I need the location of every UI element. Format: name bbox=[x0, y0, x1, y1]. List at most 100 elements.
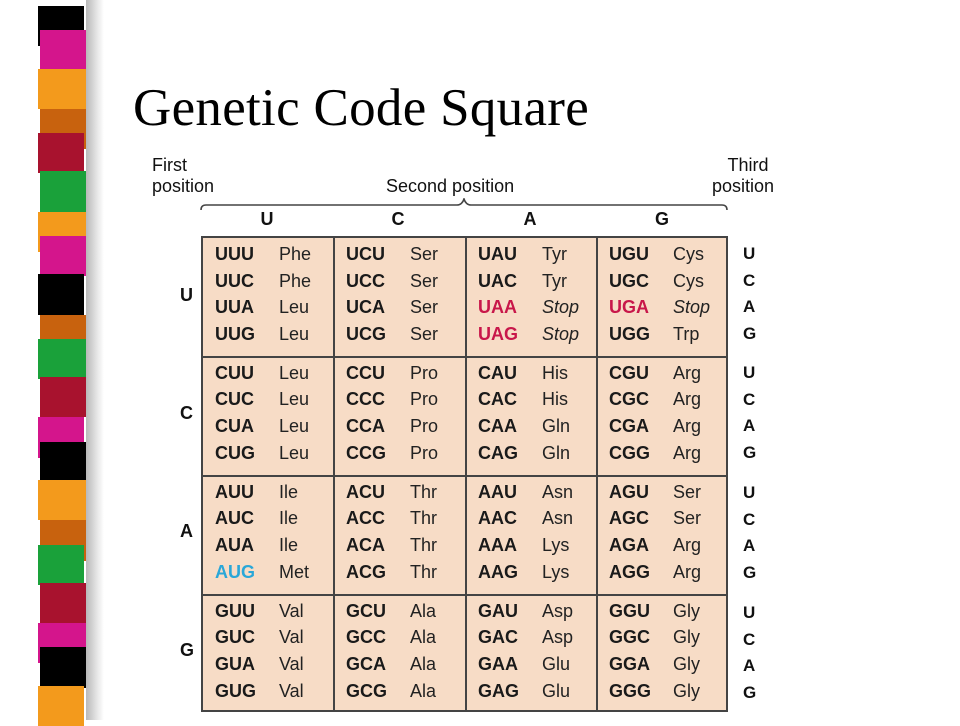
codon-label: UGC bbox=[609, 270, 649, 291]
third-base-label: U bbox=[743, 363, 756, 382]
first-base-G: G bbox=[180, 640, 195, 660]
amino-acid-label: Pro bbox=[410, 415, 439, 436]
amino-acid-label: Asn bbox=[542, 508, 574, 529]
amino-acid-label: Phe bbox=[279, 244, 312, 264]
amino-acid-label: Thr bbox=[410, 481, 437, 502]
second-base-C: C bbox=[391, 209, 405, 229]
amino-acid-label: Ile bbox=[279, 534, 299, 555]
stripe-segment bbox=[38, 685, 84, 726]
codon-label: GUC bbox=[215, 627, 255, 648]
codon-label: GUG bbox=[215, 680, 257, 701]
second-position-brace bbox=[200, 198, 728, 211]
codon-label: CAA bbox=[478, 415, 517, 436]
amino-acid-label: Leu bbox=[279, 362, 310, 383]
amino-acid-label: Ser bbox=[410, 324, 439, 345]
stripe-segment bbox=[40, 582, 87, 624]
codon-label: GAU bbox=[478, 600, 518, 621]
stripe-segment bbox=[40, 441, 87, 482]
third-base-label: U bbox=[743, 483, 756, 502]
amino-acid-label: Thr bbox=[410, 508, 437, 529]
amino-acid-label: Met bbox=[279, 561, 310, 582]
codon-label: ACA bbox=[346, 534, 385, 555]
amino-acid-label: Tyr bbox=[542, 244, 567, 264]
amino-acid-label: Ser bbox=[673, 481, 702, 502]
codon-entry: CCA Pro bbox=[346, 413, 438, 440]
stripe-segment bbox=[38, 338, 86, 380]
amino-acid-label: Thr bbox=[410, 561, 437, 582]
codon-entry: GGA Gly bbox=[609, 651, 700, 678]
codon-label: CUC bbox=[215, 389, 254, 410]
codon-label: CAG bbox=[478, 442, 518, 463]
amino-acid-label: Ser bbox=[410, 297, 439, 318]
third-base-label: A bbox=[743, 656, 756, 676]
third-base-label: C bbox=[743, 629, 756, 649]
codon-label: UGU bbox=[609, 244, 649, 264]
codon-label: UGA bbox=[609, 297, 649, 318]
amino-acid-label: Arg bbox=[673, 415, 702, 436]
codon-label: UCA bbox=[346, 297, 385, 318]
codon-entry: CAG Gln bbox=[478, 440, 570, 467]
codon-label: AGA bbox=[609, 534, 649, 555]
codon-label: CAC bbox=[478, 389, 517, 410]
third-base-label: U bbox=[743, 244, 756, 263]
amino-acid-label: Gly bbox=[673, 680, 700, 701]
amino-acid-label: Glu bbox=[542, 680, 571, 701]
amino-acid-label: Ala bbox=[410, 627, 437, 648]
codon-label: GUA bbox=[215, 653, 255, 674]
stripe-segment bbox=[38, 133, 84, 174]
amino-acid-label: Arg bbox=[673, 362, 702, 383]
amino-acid-label: Gly bbox=[673, 627, 700, 648]
amino-acid-label: Lys bbox=[542, 534, 570, 555]
amino-acid-label: Ser bbox=[410, 270, 439, 291]
amino-acid-label: Asp bbox=[542, 627, 574, 648]
stripe-shadow bbox=[86, 0, 104, 720]
grid-divider-horizontal bbox=[203, 593, 726, 596]
codon-label: AGC bbox=[609, 508, 649, 529]
amino-acid-label: Pro bbox=[410, 362, 439, 383]
amino-acid-label: Stop bbox=[542, 297, 580, 318]
codon-label: AGG bbox=[609, 561, 651, 582]
amino-acid-label: Val bbox=[279, 600, 304, 621]
amino-acid-label: Arg bbox=[673, 534, 702, 555]
third-base-label: C bbox=[743, 389, 756, 409]
codon-label: UAC bbox=[478, 270, 517, 291]
amino-acid-label: Lys bbox=[542, 561, 570, 582]
codon-label: CGC bbox=[609, 389, 649, 410]
amino-acid-label: Thr bbox=[410, 534, 437, 555]
codon-label: CCA bbox=[346, 415, 385, 436]
third-base-label: A bbox=[743, 297, 756, 317]
amino-acid-label: Gln bbox=[542, 442, 571, 463]
codon-label: GGG bbox=[609, 680, 652, 701]
amino-acid-label: Gly bbox=[673, 653, 700, 674]
stripe-segment bbox=[40, 377, 89, 418]
codon-label: GGA bbox=[609, 653, 651, 674]
codon-label: CCU bbox=[346, 362, 385, 383]
